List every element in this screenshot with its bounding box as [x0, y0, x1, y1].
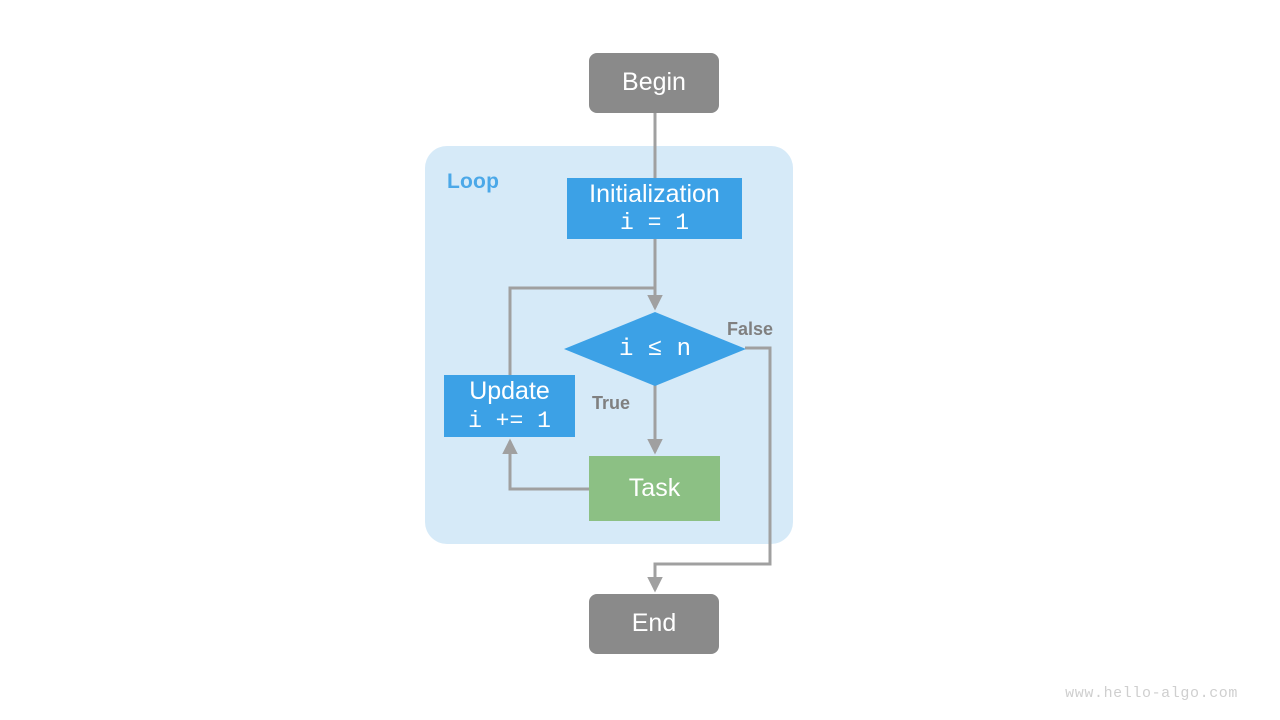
node-initialization-code: i = 1 [619, 210, 689, 237]
node-begin[interactable]: Begin [589, 53, 719, 113]
edge-task-to-update [502, 438, 589, 491]
edge-label-false: False [727, 319, 774, 339]
node-end[interactable]: End [589, 594, 719, 654]
node-task-label: Task [628, 473, 681, 502]
node-task[interactable]: Task [589, 456, 720, 521]
node-begin-label: Begin [622, 68, 686, 97]
node-update[interactable]: Update i += 1 [444, 375, 575, 437]
edge-condition-false-to-end [647, 346, 772, 593]
node-initialization-label: Initialization [589, 179, 720, 208]
edge-label-true: True [592, 393, 631, 413]
loop-group-label: Loop [447, 170, 500, 193]
edge-update-to-condition [508, 286, 655, 375]
node-initialization[interactable]: Initialization i = 1 [567, 178, 742, 239]
watermark: www.hello-algo.com [1065, 685, 1238, 702]
node-condition[interactable]: i ≤ n [564, 312, 746, 386]
node-end-label: End [631, 609, 677, 638]
node-update-code: i += 1 [468, 407, 551, 434]
node-update-label: Update [469, 377, 550, 406]
diamond-shape [564, 312, 746, 386]
